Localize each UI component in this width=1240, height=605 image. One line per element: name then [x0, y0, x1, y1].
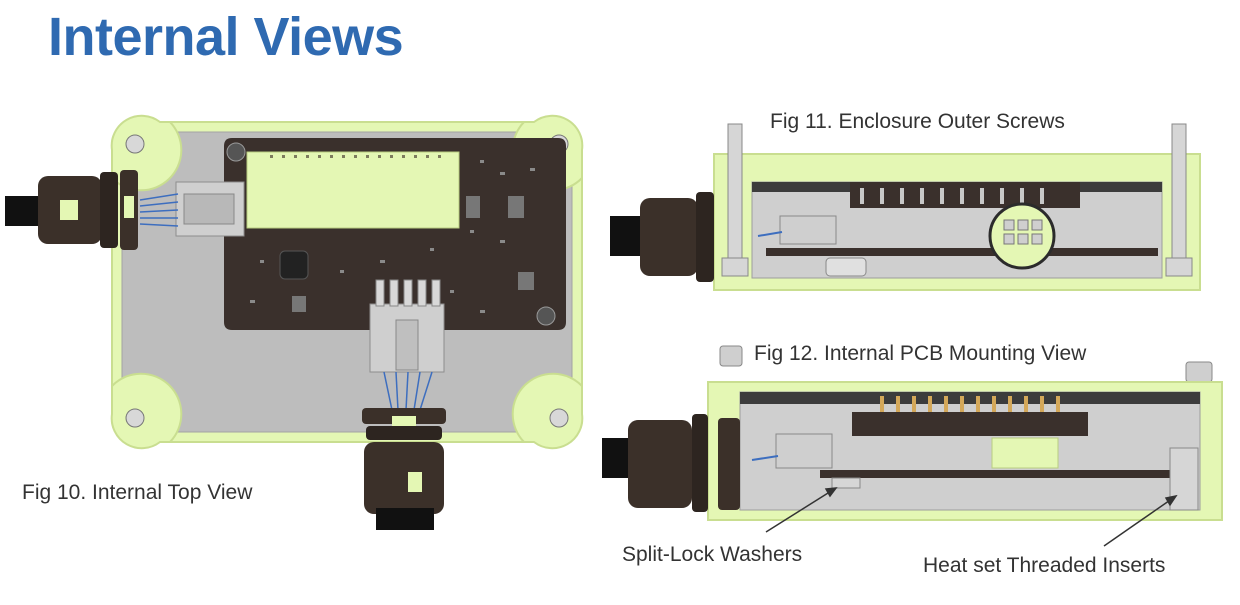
fig12-caption: Fig 12. Internal PCB Mounting View: [754, 342, 1087, 365]
header-pins: [880, 396, 1060, 418]
split-lock-washers-callout: Split-Lock Washers: [622, 543, 803, 566]
mcu-module: [246, 151, 460, 229]
page-title: Internal Views: [48, 7, 404, 67]
top-screw-heads: [719, 345, 1213, 383]
fig12-pcb-mounting-drawing: [602, 345, 1223, 547]
pcb-view-cable-gland: [628, 414, 740, 512]
side-cable-gland: [640, 192, 714, 282]
threaded-inserts: [831, 447, 1199, 511]
fig10-top-view-drawing: [5, 114, 584, 530]
fig11-caption: Fig 11. Enclosure Outer Screws: [770, 110, 1065, 133]
inductor: [279, 250, 309, 280]
outer-screws: [721, 123, 1193, 277]
callout-arrows: [765, 487, 1178, 547]
fig11-side-view-drawing: [610, 123, 1201, 291]
module-pins: [270, 155, 441, 158]
fig10-caption: Fig 10. Internal Top View: [22, 481, 253, 504]
left-cable-gland: [38, 170, 138, 250]
pcb-side: [820, 470, 1184, 478]
heat-set-inserts-callout: Heat set Threaded Inserts: [923, 554, 1166, 577]
bottom-cable-gland: [362, 408, 446, 530]
